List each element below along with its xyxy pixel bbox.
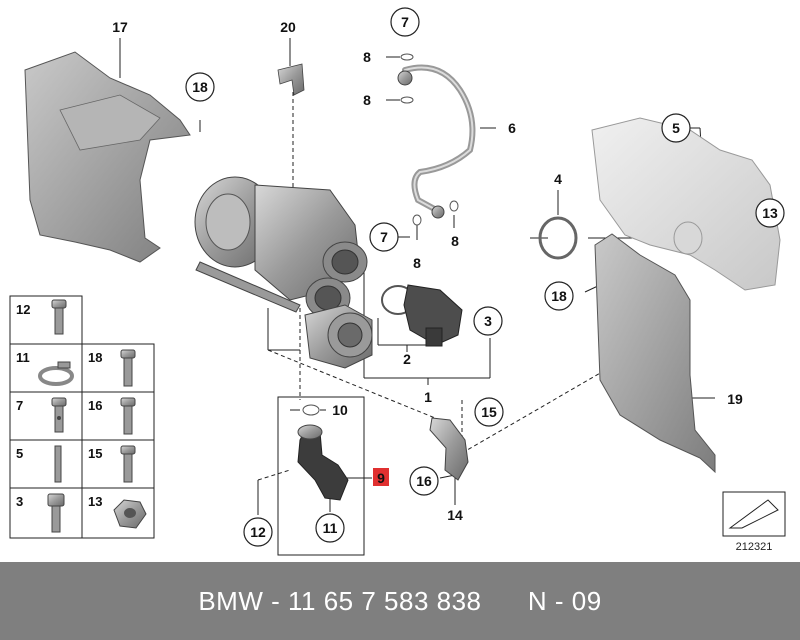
exhaust-manifold <box>591 117 781 291</box>
seal-ring-8 <box>400 96 414 104</box>
callout-2: 2 <box>403 351 411 367</box>
callout-11: 11 <box>323 520 338 536</box>
wastegate-actuator-3 <box>403 284 463 346</box>
legend-number-18: 18 <box>88 350 102 365</box>
oil-return-line-9 <box>297 429 349 501</box>
direction-arrow-icon <box>728 499 779 529</box>
footer-bar: BMW - 11 65 7 583 838 N - 09 <box>0 562 800 640</box>
support-bracket-14 <box>429 417 469 481</box>
footer-code: N - 09 <box>527 585 602 616</box>
seal-ring-8 <box>412 214 422 226</box>
callout-7: 7 <box>380 229 388 245</box>
bolt-icon <box>120 397 136 435</box>
heat-shield-17 <box>24 51 191 263</box>
banjo-bolt-icon <box>51 397 67 433</box>
callout-1: 1 <box>424 389 432 405</box>
footer-separator: - <box>263 585 288 616</box>
callout-7: 7 <box>401 14 409 30</box>
callout-15: 15 <box>481 404 497 420</box>
stud-icon <box>54 445 62 483</box>
return-line-flange <box>297 424 323 440</box>
gasket-10 <box>302 404 320 416</box>
legend-number-11: 11 <box>16 350 30 365</box>
footer-part-number: 11 65 7 583 838 <box>287 585 482 616</box>
seal-ring-8 <box>400 53 414 61</box>
heat-shield-17-detail <box>59 94 161 151</box>
footer-gap <box>482 586 528 617</box>
callout-17: 17 <box>112 19 128 35</box>
legend-number-7: 7 <box>16 398 23 413</box>
nut-icon <box>113 499 147 529</box>
gasket-4 <box>538 216 578 260</box>
hose-clamp-icon <box>38 361 74 386</box>
callout-5: 5 <box>672 120 680 136</box>
banjo-fitting <box>397 70 413 86</box>
highlight-9-box <box>373 468 389 486</box>
callout-13: 13 <box>762 205 778 221</box>
legend-number-16: 16 <box>88 398 102 413</box>
callout-8: 8 <box>451 233 459 249</box>
legend-number-15: 15 <box>88 446 102 461</box>
bolt-icon <box>51 299 67 335</box>
heat-shield-19 <box>594 233 716 474</box>
callout-8: 8 <box>363 92 371 108</box>
oil-line-6-highlight <box>404 66 474 213</box>
footer-brand: BMW <box>198 585 264 616</box>
callout-9-highlighted: 9 <box>377 470 385 486</box>
callout-8: 8 <box>413 255 421 271</box>
legend-number-3: 3 <box>16 494 23 509</box>
callout-18: 18 <box>551 288 567 304</box>
callout-circles <box>185 7 785 547</box>
callout-8: 8 <box>363 49 371 65</box>
banjo-fitting-lower <box>431 205 445 219</box>
bracket-20 <box>277 63 305 96</box>
callout-19: 19 <box>727 391 743 407</box>
legend-number-13: 13 <box>88 494 102 509</box>
legend-number-5: 5 <box>16 446 23 461</box>
legend-number-12: 12 <box>16 302 30 317</box>
callout-18: 18 <box>192 79 208 95</box>
callout-16: 16 <box>416 473 432 489</box>
bolt-icon <box>120 445 136 483</box>
callout-10: 10 <box>332 402 348 418</box>
callout-3: 3 <box>484 313 492 329</box>
bolt-icon <box>120 349 136 387</box>
callout-14: 14 <box>447 507 463 523</box>
callout-12: 12 <box>250 524 266 540</box>
fastener-legend <box>9 295 155 539</box>
seal-ring-8 <box>449 200 459 212</box>
callout-6: 6 <box>508 120 516 136</box>
turbocharger <box>194 176 373 369</box>
part-9-group-box <box>277 396 365 556</box>
bolt-icon <box>47 493 65 533</box>
callout-4: 4 <box>554 171 562 187</box>
actuator-connector <box>425 327 443 347</box>
manifold-outlet <box>673 221 703 255</box>
reference-number: 212321 <box>736 541 773 553</box>
callout-20: 20 <box>280 19 296 35</box>
diagram-canvas: 17 18 20 7 8 8 6 4 5 13 7 8 8 3 2 1 18 1… <box>9 7 786 556</box>
